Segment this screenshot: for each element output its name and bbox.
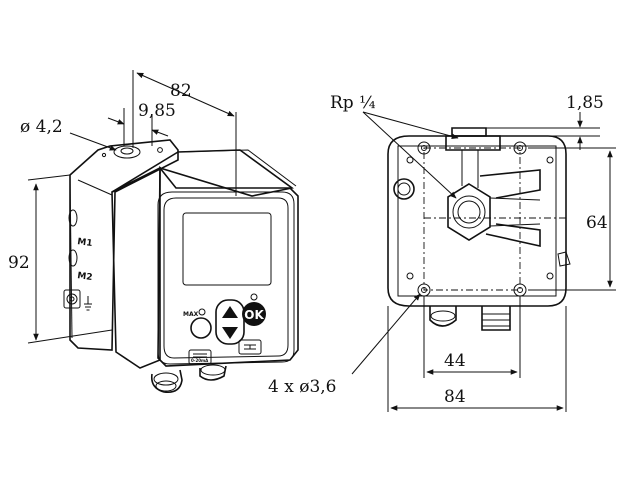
svg-text:9,85: 9,85 (138, 101, 176, 121)
svg-text:4 x ø3,6: 4 x ø3,6 (268, 377, 336, 397)
dim-inner-width-44: 44 (423, 296, 521, 378)
svg-text:84: 84 (444, 387, 466, 407)
dim-width-82: 82 (132, 70, 237, 196)
svg-text:92: 92 (8, 253, 30, 273)
label-m2: M2 (77, 271, 93, 283)
device-back-view: Rp ¼ 1,85 64 44 84 (268, 93, 616, 412)
dim-height-92: 92 (8, 174, 113, 344)
ok-button[interactable]: OK (242, 302, 266, 326)
dim-thickness-185: 1,85 (486, 93, 604, 150)
dim-thread-rp: Rp ¼ (330, 93, 459, 199)
up-down-rocker[interactable] (215, 299, 245, 345)
dim-hole-diameter: ø 4,2 (20, 117, 117, 151)
label-m1: M1 (77, 237, 93, 249)
label-max: MAX (183, 311, 199, 318)
back-connectors (429, 306, 511, 331)
label-range: 0-20mA (191, 358, 209, 363)
device-perspective-view: M1 M2 MAX (8, 70, 299, 394)
mounting-hole (101, 145, 163, 159)
front-keypad: MAX OK 0-20mA (183, 293, 266, 365)
ok-button-label: OK (244, 308, 264, 322)
svg-text:64: 64 (586, 213, 608, 233)
pressure-port-hex (447, 150, 491, 241)
bottom-connectors (150, 364, 227, 394)
dim-hole-count: 4 x ø3,6 (268, 293, 421, 397)
svg-text:Rp ¼: Rp ¼ (330, 93, 376, 113)
back-button[interactable] (190, 317, 212, 339)
dim-vertical-64: 64 (528, 147, 616, 291)
svg-text:82: 82 (170, 81, 192, 101)
svg-text:44: 44 (444, 351, 466, 371)
svg-text:ø 4,2: ø 4,2 (20, 117, 63, 137)
dim-outer-width-84: 84 (387, 306, 567, 412)
earth-screw (63, 289, 92, 311)
back-mounting-holes (406, 141, 554, 297)
dim-offset-985: 9,85 (107, 101, 176, 146)
svg-text:1,85: 1,85 (566, 93, 604, 113)
